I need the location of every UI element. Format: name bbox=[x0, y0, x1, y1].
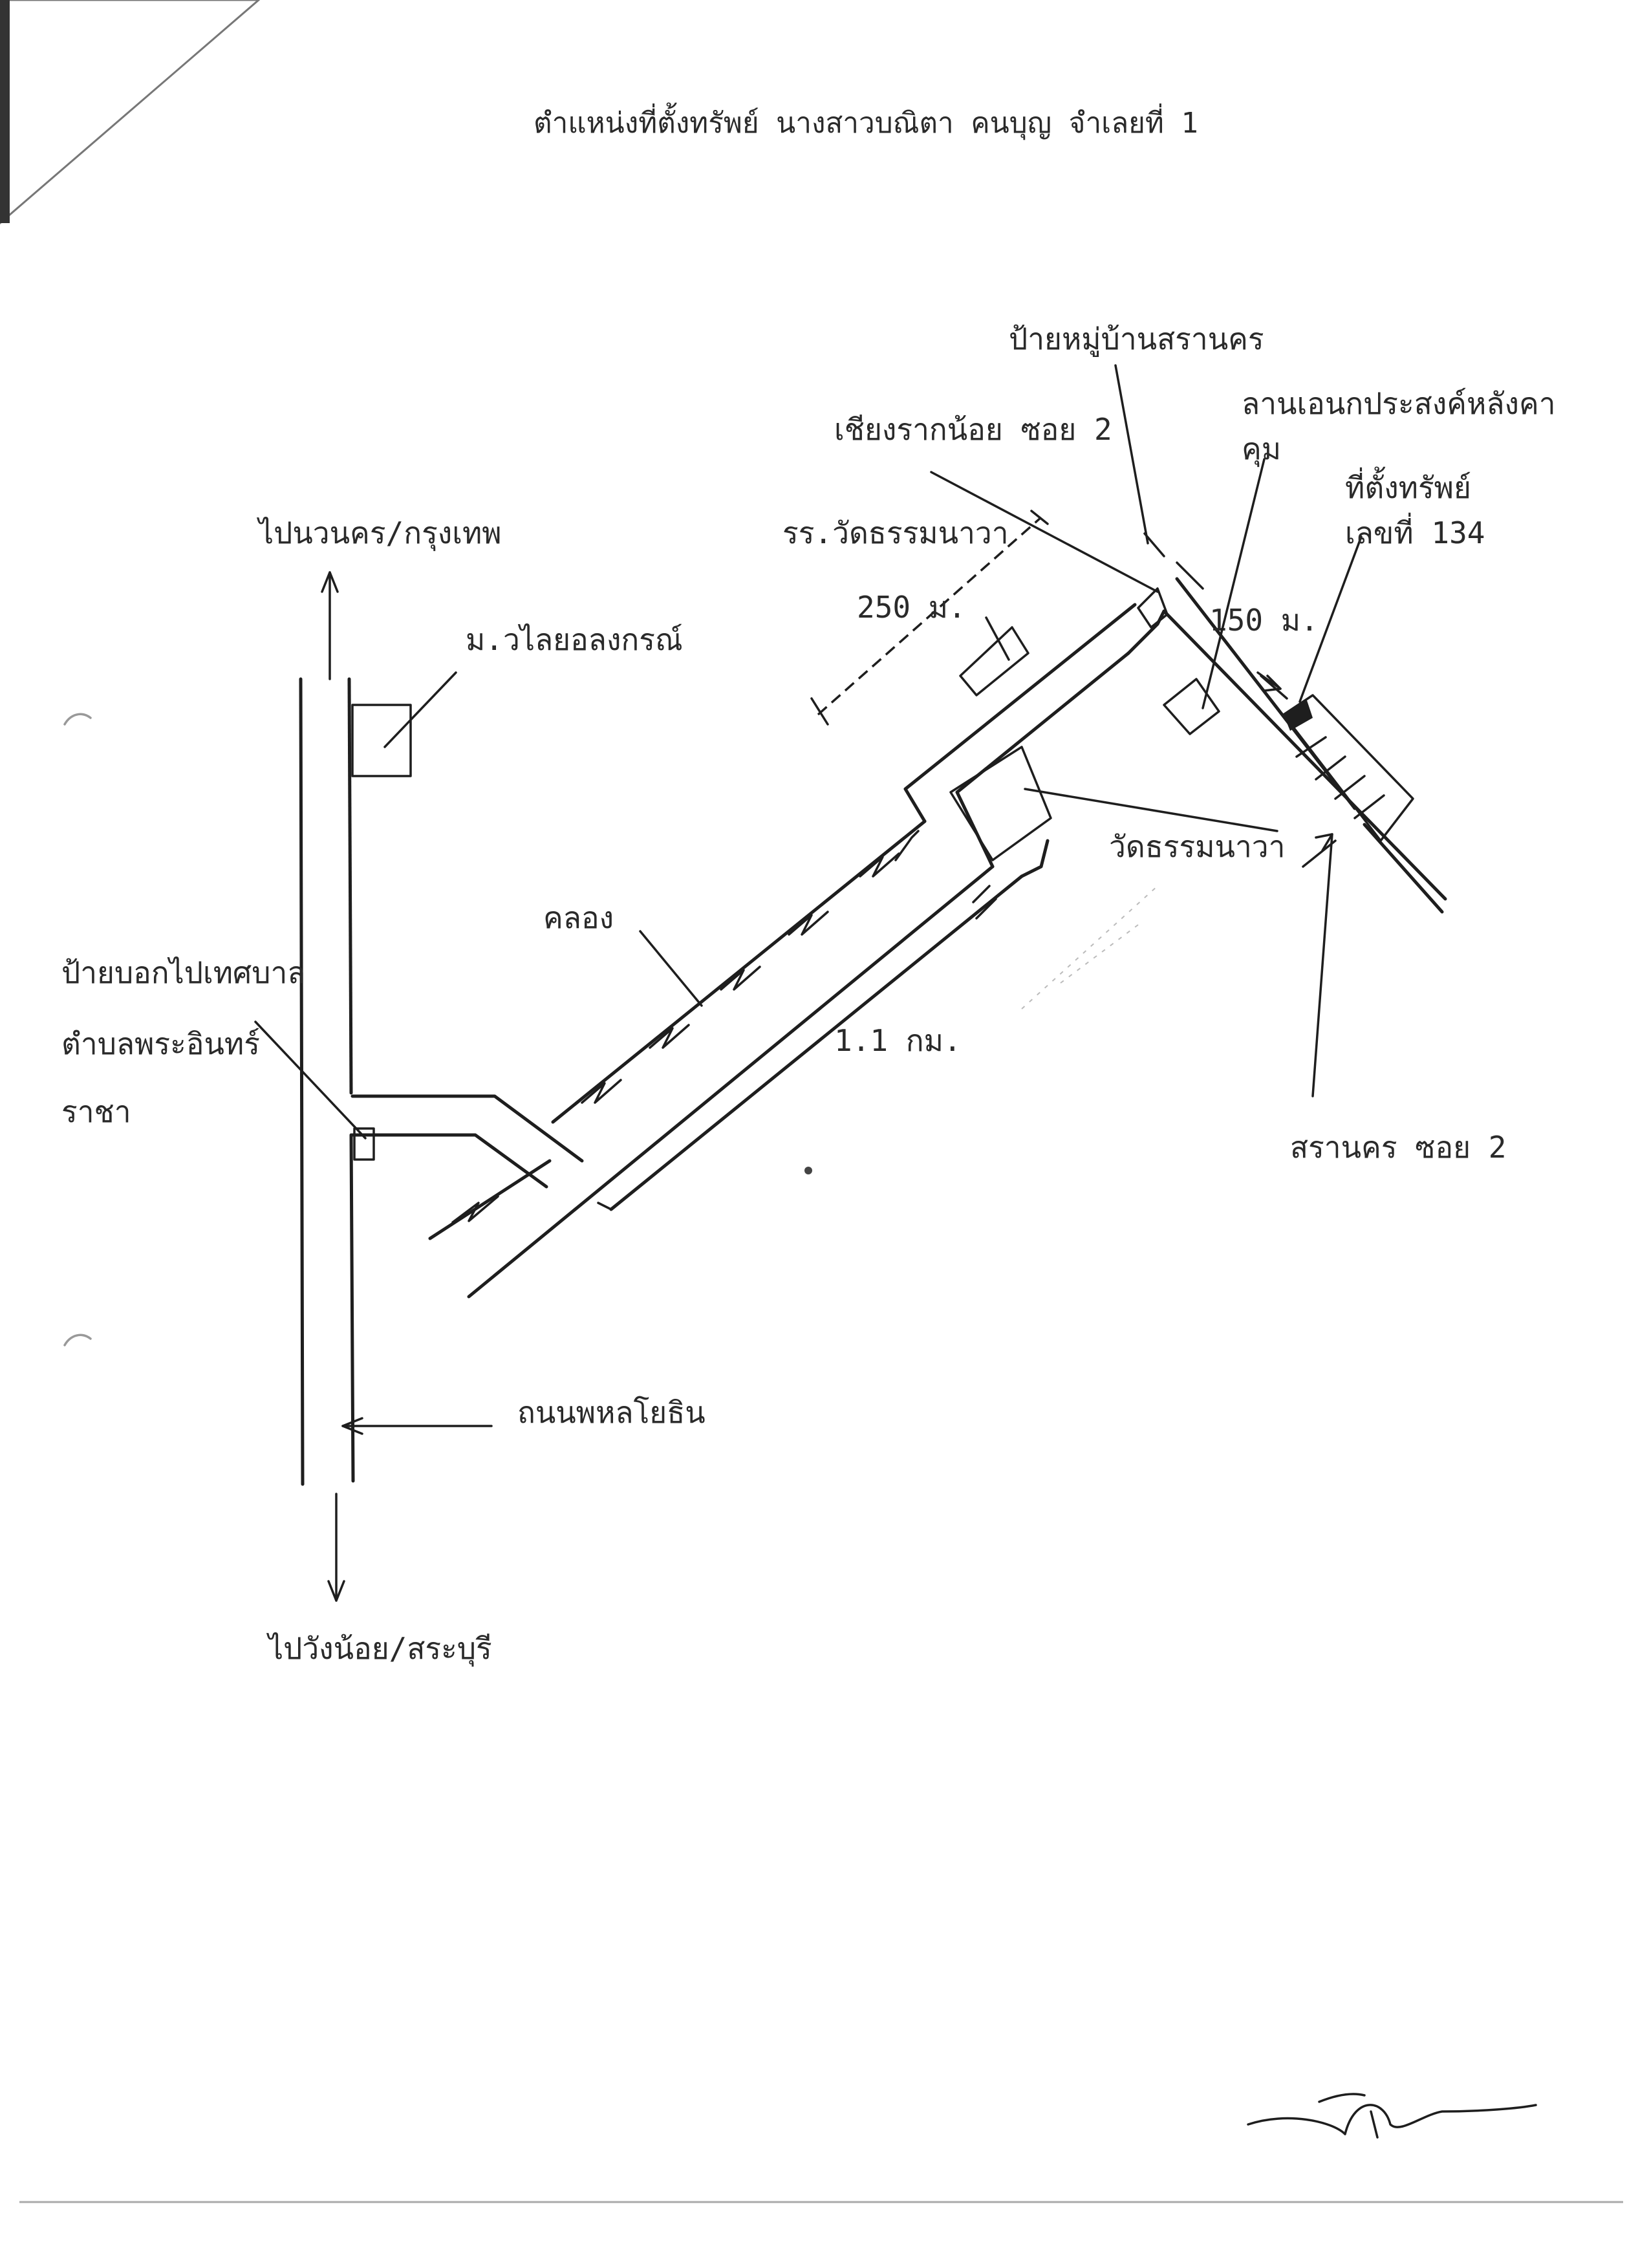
label-to-wangnoi: ไปวังน้อย/สระบุรี bbox=[266, 1631, 492, 1667]
sign-to-municipality bbox=[254, 1021, 375, 1161]
label-sign-municipality-3: ราชา bbox=[61, 1094, 131, 1129]
dimension-150m bbox=[1176, 561, 1288, 700]
arrow-north-icon bbox=[321, 571, 339, 680]
label-sign-municipality-1: ป้ายบอกไปเทศบาล bbox=[61, 955, 305, 990]
map-title: ตำแหน่งที่ตั้งทรัพย์ นางสาวบณิตา คนบุญ จ… bbox=[534, 102, 1198, 140]
label-canal: คลอง bbox=[543, 900, 614, 935]
label-property-1: ที่ตั้งทรัพย์ bbox=[1345, 466, 1471, 505]
property-arrow-icon bbox=[1256, 671, 1282, 692]
multipurpose-yard bbox=[1163, 458, 1266, 735]
property-parcel bbox=[1282, 694, 1414, 842]
leader-line bbox=[1299, 535, 1363, 703]
leader-line bbox=[985, 616, 1010, 661]
arrow-south-icon bbox=[327, 1493, 345, 1602]
village-wailaya-box bbox=[351, 704, 412, 777]
bridge-mark bbox=[972, 885, 997, 920]
label-to-navanakorn: ไปนวนคร/กรุงเทพ bbox=[256, 515, 502, 552]
label-road-phahon: ถนนพหลโยธิน bbox=[517, 1395, 706, 1430]
label-yard-2: คุม bbox=[1242, 431, 1281, 468]
saranakorn-marker bbox=[1302, 833, 1337, 1097]
canal bbox=[428, 819, 927, 1240]
leader-line bbox=[597, 1202, 612, 1211]
faint-traces bbox=[804, 885, 1158, 1174]
leader-line bbox=[383, 671, 457, 748]
dimension-250m bbox=[810, 510, 1049, 726]
label-sign-municipality-2: ตำบลพระอินทร์ bbox=[61, 1026, 260, 1061]
leader-line bbox=[1024, 788, 1278, 832]
school-box bbox=[959, 626, 1029, 697]
branch-road bbox=[350, 1094, 584, 1189]
diagonal-road bbox=[467, 603, 1137, 1299]
highway-phahon-yothin bbox=[299, 677, 355, 1486]
label-chiang-rak-noi: เชียงรากน้อย ซอย 2 bbox=[834, 412, 1112, 447]
label-distance-250: 250 ม. bbox=[857, 590, 966, 625]
label-distance-long: 1.1 กม. bbox=[834, 1023, 962, 1058]
label-school-wat: รร.วัดธรรมนาวา bbox=[782, 515, 1009, 550]
village-sign bbox=[1114, 364, 1169, 629]
label-village-wailaya: ม.วไลยอลงกรณ์ bbox=[466, 622, 683, 657]
label-property-2: เลขที่ 134 bbox=[1345, 512, 1485, 550]
property-marker-icon bbox=[1284, 698, 1313, 731]
leader-line bbox=[639, 930, 703, 1007]
label-wat-thammanawa: วัดธรรมนาวา bbox=[1109, 829, 1285, 864]
wat-thammanawa-box bbox=[949, 746, 1052, 861]
leader-line bbox=[930, 471, 1159, 593]
arrow-road-icon bbox=[341, 1417, 493, 1435]
label-yard-1: ลานเอนกประสงค์หลังคา bbox=[1242, 386, 1556, 421]
label-saranakorn-soi2: สรานคร ซอย 2 bbox=[1290, 1130, 1506, 1165]
label-sign-village: ป้ายหมู่บ้านสรานคร bbox=[1009, 321, 1264, 357]
signature bbox=[1247, 2093, 1537, 2139]
scan-artefacts bbox=[0, 0, 1623, 2203]
